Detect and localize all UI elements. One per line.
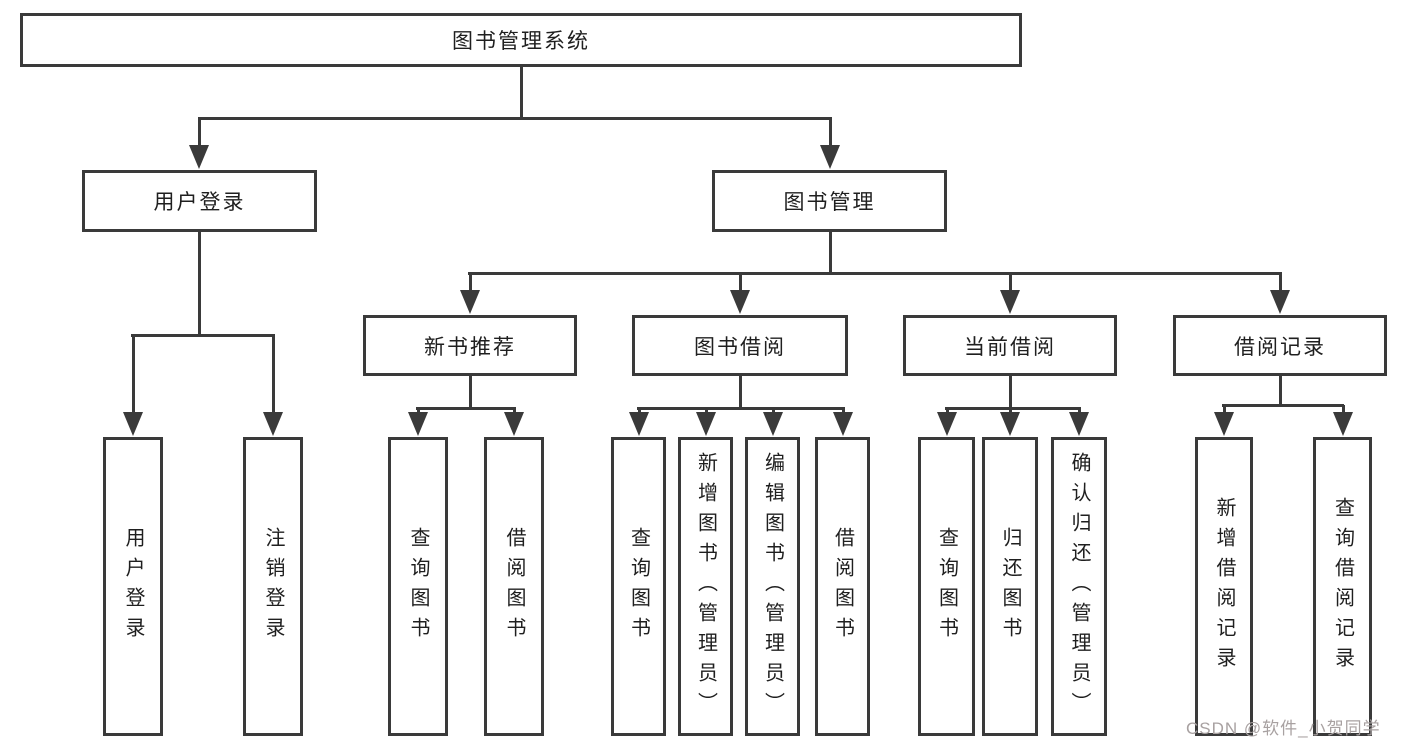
- node-new-book-recommend: 新书推荐: [363, 315, 577, 376]
- connector-line: [197, 232, 201, 337]
- arrowhead-icon: [763, 412, 783, 436]
- leaf-edit-book-admin-label: 编辑图书（管理员）: [761, 451, 784, 722]
- arrowhead-icon: [937, 412, 957, 436]
- node-current-borrowing-label: 当前借阅: [964, 335, 1056, 359]
- connector-line: [1222, 403, 1344, 407]
- leaf-confirm-return-admin: 确认归还（管理员）: [1051, 437, 1107, 736]
- connector-line: [416, 406, 516, 410]
- leaf-return-book: 归还图书: [982, 437, 1038, 736]
- node-borrow-records: 借阅记录: [1173, 315, 1387, 376]
- arrowhead-icon: [189, 145, 209, 169]
- leaf-add-book-admin-label: 新增图书（管理员）: [694, 451, 717, 722]
- connector-line: [468, 271, 1282, 275]
- leaf-recommend-borrow-book: 借阅图书: [484, 437, 544, 736]
- leaf-return-book-label: 归还图书: [999, 526, 1021, 647]
- leaf-recommend-borrow-book-label: 借阅图书: [503, 526, 525, 647]
- connector-line: [637, 406, 845, 410]
- arrowhead-icon: [696, 412, 716, 436]
- leaf-confirm-return-admin-label: 确认归还（管理员）: [1068, 451, 1090, 722]
- connector-line: [1278, 273, 1282, 294]
- arrowhead-icon: [833, 412, 853, 436]
- leaf-query-borrow-record-label: 查询借阅记录: [1331, 496, 1354, 677]
- node-current-borrowing: 当前借阅: [903, 315, 1117, 376]
- arrowhead-icon: [1214, 412, 1234, 436]
- leaf-user-login-label: 用户登录: [122, 526, 144, 647]
- connector-line: [468, 273, 472, 294]
- arrowhead-icon: [1069, 412, 1089, 436]
- leaf-borrowing-query-book-label: 查询图书: [627, 526, 650, 647]
- leaf-logout-label: 注销登录: [262, 526, 284, 647]
- node-borrow-records-label: 借阅记录: [1234, 335, 1326, 359]
- leaf-borrowing-borrow-book: 借阅图书: [815, 437, 870, 736]
- connector-line: [738, 273, 742, 294]
- arrowhead-icon: [730, 290, 750, 314]
- connector-line: [1222, 405, 1226, 416]
- connector-line: [271, 335, 275, 416]
- node-user-login-module: 用户登录: [82, 170, 317, 232]
- connector-line: [519, 67, 523, 120]
- node-root-label: 图书管理系统: [452, 30, 590, 53]
- leaf-recommend-query-book: 查询图书: [388, 437, 448, 736]
- node-book-management-module: 图书管理: [712, 170, 947, 232]
- leaf-borrowing-query-book: 查询图书: [611, 437, 666, 736]
- connector-line: [198, 116, 832, 120]
- node-book-management-label: 图书管理: [783, 191, 876, 214]
- arrowhead-icon: [1270, 290, 1290, 314]
- node-book-borrowing: 图书借阅: [632, 315, 848, 376]
- leaf-add-book-admin: 新增图书（管理员）: [678, 437, 733, 736]
- leaf-add-borrow-record-label: 新增借阅记录: [1213, 496, 1235, 677]
- connector-line: [828, 118, 832, 149]
- connector-line: [738, 376, 742, 410]
- node-user-login-label: 用户登录: [153, 191, 246, 214]
- node-new-book-recommend-label: 新书推荐: [424, 335, 516, 359]
- arrowhead-icon: [1333, 412, 1353, 436]
- connector-line: [1008, 376, 1012, 410]
- node-root-system: 图书管理系统: [20, 13, 1022, 67]
- leaf-user-login: 用户登录: [103, 437, 163, 736]
- connector-line: [1278, 376, 1282, 407]
- arrowhead-icon: [263, 412, 283, 436]
- arrowhead-icon: [504, 412, 524, 436]
- connector-line: [131, 333, 275, 337]
- arrowhead-icon: [1000, 412, 1020, 436]
- connector-line: [828, 232, 832, 275]
- connector-line: [197, 118, 201, 149]
- leaf-current-query-book: 查询图书: [918, 437, 975, 736]
- node-book-borrowing-label: 图书借阅: [694, 335, 786, 359]
- arrowhead-icon: [820, 145, 840, 169]
- arrowhead-icon: [408, 412, 428, 436]
- connector-line: [1341, 405, 1345, 416]
- connector-line: [131, 335, 135, 416]
- connector-line: [1008, 273, 1012, 294]
- leaf-add-borrow-record: 新增借阅记录: [1195, 437, 1253, 736]
- arrowhead-icon: [460, 290, 480, 314]
- arrowhead-icon: [629, 412, 649, 436]
- leaf-borrowing-borrow-book-label: 借阅图书: [831, 526, 854, 647]
- leaf-recommend-query-book-label: 查询图书: [407, 526, 429, 647]
- arrowhead-icon: [1000, 290, 1020, 314]
- arrowhead-icon: [123, 412, 143, 436]
- leaf-logout: 注销登录: [243, 437, 303, 736]
- connector-line: [468, 376, 472, 410]
- leaf-edit-book-admin: 编辑图书（管理员）: [745, 437, 800, 736]
- watermark-text: CSDN @软件_小贺同学: [1186, 719, 1381, 738]
- connector-line: [945, 406, 1081, 410]
- leaf-current-query-book-label: 查询图书: [935, 526, 958, 647]
- leaf-query-borrow-record: 查询借阅记录: [1313, 437, 1372, 736]
